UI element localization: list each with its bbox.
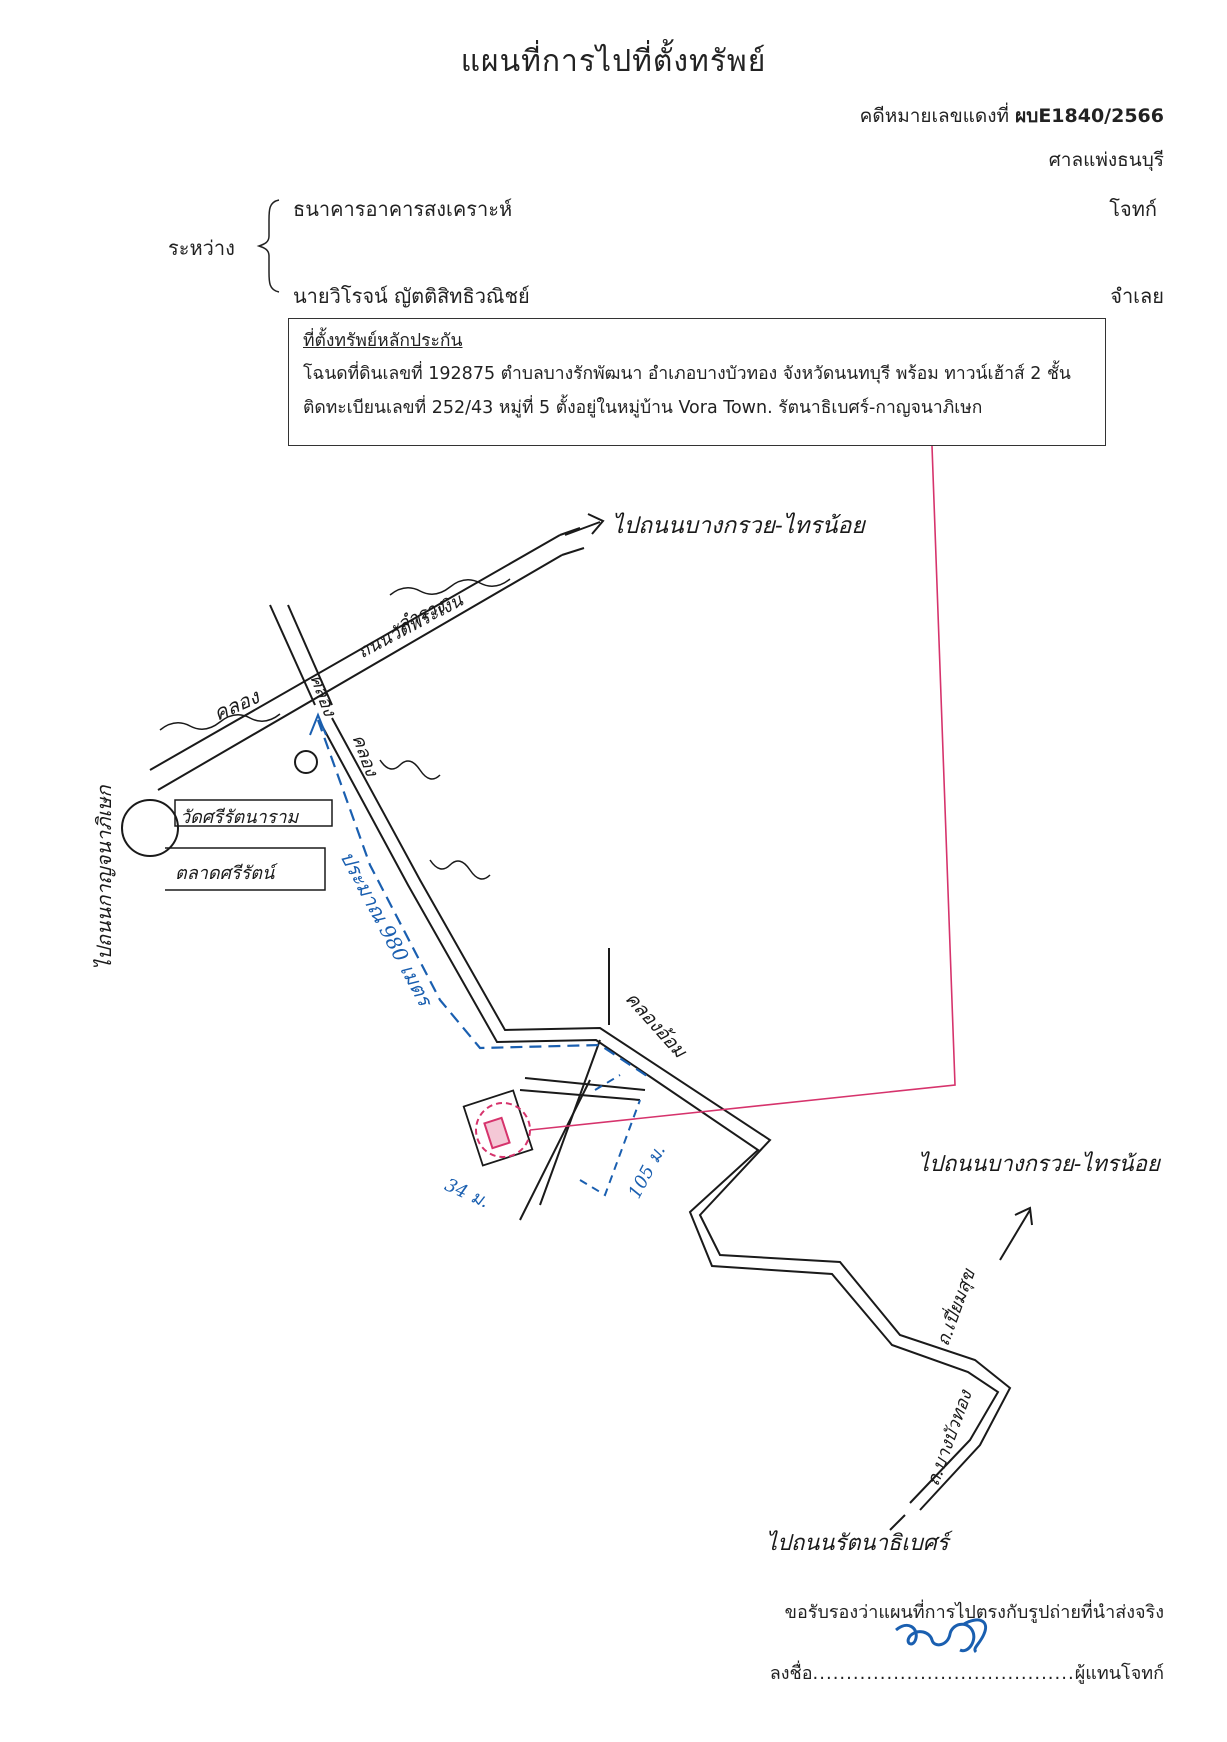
pointer-line — [529, 445, 956, 1131]
property-soi — [519, 1039, 646, 1221]
property-block — [462, 1089, 534, 1167]
signature-line: ลงชื่อ..................................… — [770, 1658, 1164, 1687]
temple-box — [174, 799, 333, 827]
plaintiff-name: ธนาคารอาคารสงเคราะห์ — [293, 197, 513, 221]
signature-mark — [895, 1618, 987, 1654]
canal-side-road — [319, 717, 1012, 1511]
sign-dots: ....................................... — [812, 1663, 1075, 1684]
route-dashed-2 — [579, 1074, 641, 1197]
case-number: ผบE1840/2566 — [1015, 105, 1164, 127]
collateral-line-2: ติดทะเบียนเลขที่ 252/43 หมู่ที่ 5 ตั้งอย… — [303, 398, 983, 418]
property-unit — [483, 1116, 511, 1150]
collateral-location-box: ที่ตั้งทรัพย์หลักประกัน โฉนดที่ดินเลขที่… — [288, 318, 1106, 446]
defendant-role: จำเลย — [1110, 284, 1164, 308]
collateral-heading: ที่ตั้งทรัพย์หลักประกัน — [303, 331, 463, 351]
label-to-rattanathibet: ไปถนนรัตนาธิเบศร์ — [766, 1531, 949, 1556]
arrow-down-road — [889, 1514, 906, 1531]
party-brace — [256, 199, 280, 293]
label-to-bangkruai-right: ไปถนนบางกรวย-ไทรน้อย — [918, 1152, 1160, 1177]
main-road — [149, 527, 585, 791]
sign-prefix: ลงชื่อ — [769, 1663, 813, 1684]
canal-squiggle-1 — [159, 713, 281, 731]
certification-text: ขอรับรองว่าแผนที่การไปตรงกับรูปถ่ายที่นำ… — [784, 1602, 1164, 1623]
route-dashed — [316, 719, 651, 1079]
canal-squiggle-3 — [379, 759, 441, 780]
sign-role: ผู้แทนโจทก์ — [1074, 1663, 1164, 1684]
plaintiff-role: โจทก์ — [1109, 197, 1157, 221]
arrow-top-right — [564, 513, 605, 536]
court-name: ศาลแพ่งธนบุรี — [1048, 149, 1164, 171]
page-title: แผนที่การไปที่ตั้งทรัพย์ — [460, 44, 767, 79]
route-arrow-head — [309, 712, 327, 736]
side-road-top — [269, 604, 333, 706]
case-number-line: คดีหมายเลขแดงที่ ผบE1840/2566 — [860, 101, 1164, 131]
label-to-bangkruai-top: ไปถนนบางกรวย-ไทรน้อย — [612, 513, 865, 539]
between-label: ระหว่าง — [168, 236, 235, 260]
label-to-kanchana: ไปถนนกาญจนาภิเษก — [92, 785, 116, 970]
label-market: ตลาดศรีรัตน์ — [175, 863, 275, 884]
defendant-name: นายวิโรจน์ ญัตติสิทธิวณิชย์ — [293, 284, 530, 308]
case-prefix: คดีหมายเลขแดงที่ — [859, 105, 1010, 127]
temple-marker — [294, 750, 318, 774]
canal-squiggle-2 — [389, 578, 511, 596]
roundabout — [121, 799, 179, 857]
market-box — [165, 847, 326, 891]
collateral-line-1: โฉนดที่ดินเลขที่ 192875 ตำบลบางรักพัฒนา … — [303, 364, 1071, 384]
label-temple: วัดศรีรัตนาราม — [180, 807, 299, 828]
canal-squiggle-4 — [429, 859, 491, 880]
arrow-right-road — [999, 1206, 1033, 1261]
